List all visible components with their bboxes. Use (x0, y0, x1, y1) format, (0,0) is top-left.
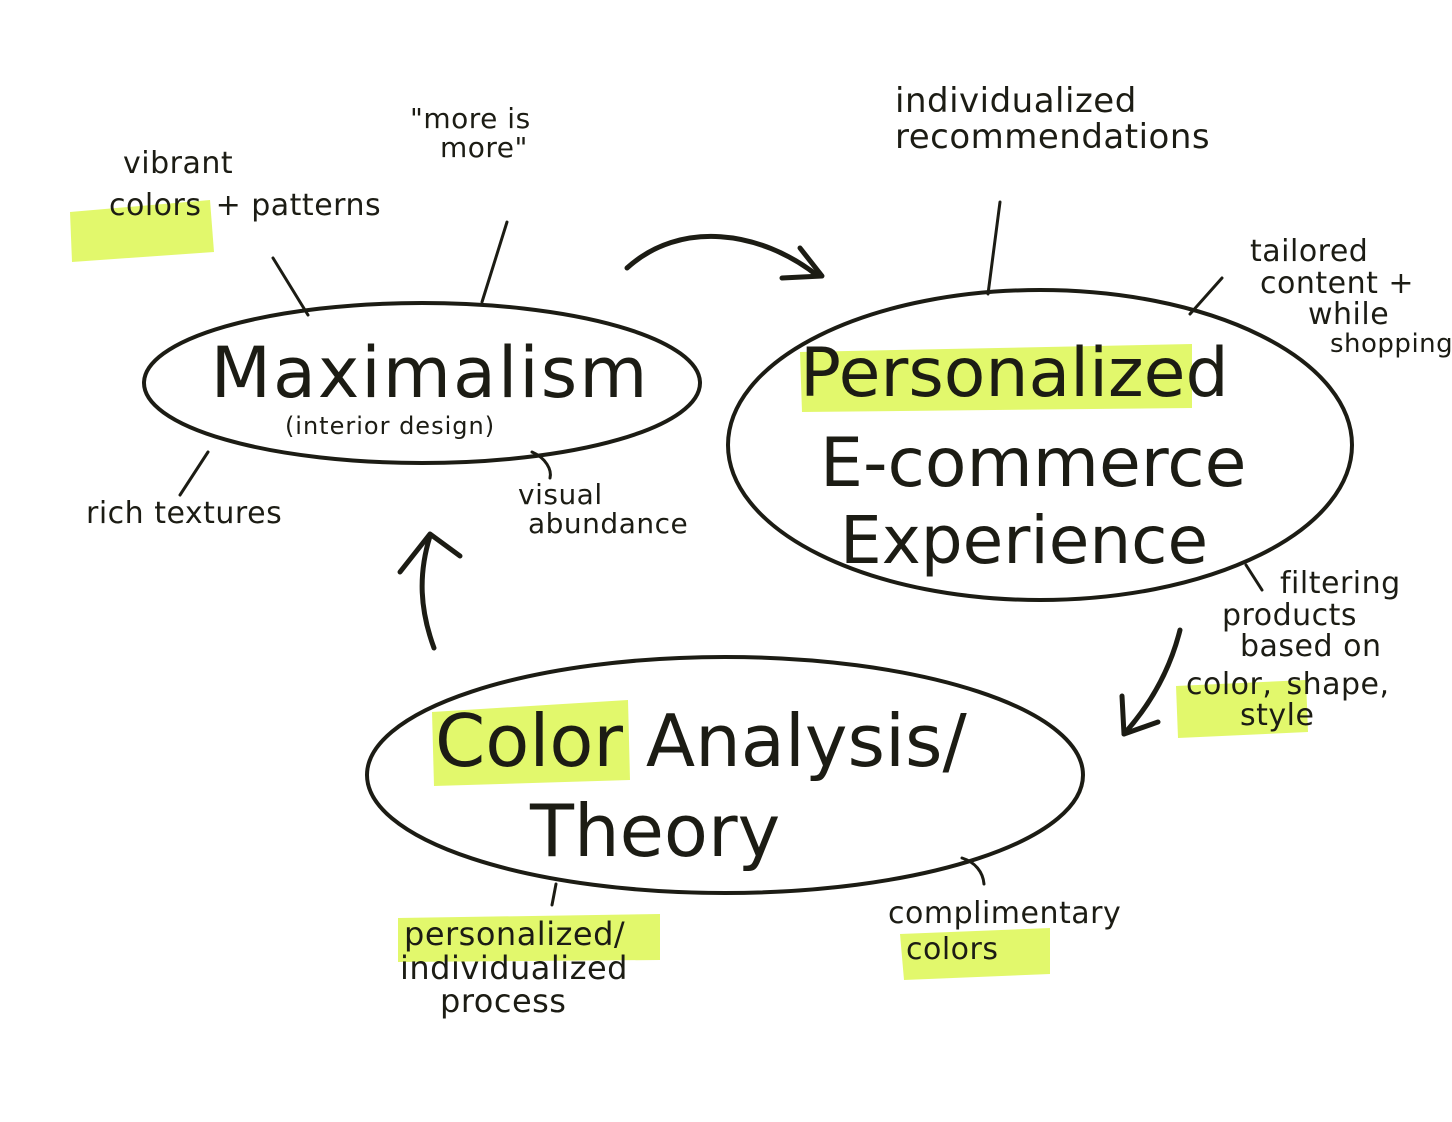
note-individualized-line1: individualized (895, 81, 1137, 121)
note-tailored-line4: shopping (1330, 328, 1452, 359)
highlight-personalized-title (800, 344, 1192, 412)
note-filtering-highlight: color, (1186, 666, 1273, 702)
note-more-is-more-line1: "more is (410, 102, 531, 135)
connector-complimentary (960, 856, 986, 886)
note-filtering-line3: based on (1240, 629, 1382, 664)
highlight-personalized-note (398, 914, 660, 962)
note-filtering-rest: shape, (1286, 666, 1390, 702)
note-complimentary-line1: complimentary (888, 896, 1122, 931)
connector-visual-abundance (530, 450, 552, 480)
note-complimentary-colors: complimentary colors (888, 898, 1121, 965)
note-visual-abundance-line1: visual (518, 478, 603, 511)
connector-individualized (986, 200, 1002, 296)
connector-filtering (1244, 563, 1264, 592)
note-vibrant-colors-patterns: vibrant colors + patterns (105, 148, 381, 221)
highlight-color-title (432, 700, 630, 786)
note-tailored-line2: content + (1260, 265, 1415, 301)
color-analysis-title-line1: Color Analysis/ (435, 705, 975, 777)
ecommerce-title-line2: E-commerce (820, 424, 1247, 503)
connector-lines (178, 200, 1264, 907)
flow-arrows (397, 233, 1183, 737)
node-ellipses (142, 288, 1354, 895)
note-tailored-line3: while (1308, 297, 1390, 332)
note-more-is-more-line2: more" (440, 131, 528, 165)
connector-more-is-more (480, 220, 509, 304)
connector-vibrant (271, 256, 310, 317)
connector-tailored (1188, 276, 1224, 316)
note-individualized-recommendations: individualized recommendations (895, 81, 1211, 157)
note-filtering-line1: filtering (1280, 566, 1401, 601)
ecommerce-title-line3: Experience (840, 502, 1209, 579)
note-visual-abundance-line2: abundance (528, 507, 689, 541)
note-vibrant-line1: vibrant (123, 146, 234, 181)
color-analysis-highlight-word: Color (435, 699, 623, 783)
connector-personalized (550, 882, 558, 907)
note-tailored-content: tailored content + while shopping (1250, 236, 1452, 358)
note-rich-textures: rich textures (86, 496, 283, 531)
ecommerce-ellipse (726, 288, 1354, 602)
arrow-head-maximalism-to-ecommerce (779, 245, 825, 281)
maximalism-ellipse (142, 301, 702, 465)
highlight-color-filter (1176, 680, 1308, 738)
arrow-color-to-maximalism (419, 533, 437, 651)
ecommerce-title-line1: Personalized (800, 334, 1229, 413)
arrow-head-color-to-maximalism (397, 531, 463, 575)
note-personalized-line1: personalized/ (404, 915, 626, 953)
note-more-is-more: "more is more" (410, 104, 531, 163)
note-complimentary-line2: colors (906, 931, 999, 967)
note-individualized-line2: recommendations (895, 116, 1211, 157)
note-personalized-line2: individualized (400, 948, 628, 987)
note-filtering-line5: style (1240, 698, 1315, 733)
note-filtering-products: filtering products based on color, shape… (1186, 566, 1401, 733)
note-personalized-line3: process (440, 982, 567, 1021)
arrow-ecommerce-to-color (1121, 627, 1183, 737)
arrow-head-ecommerce-to-color (1119, 693, 1161, 737)
highlight-marks (70, 200, 1308, 980)
highlight-colors-vibrant (70, 200, 214, 262)
color-analysis-title-line2: Theory (530, 789, 781, 873)
note-visual-abundance: visual abundance (518, 480, 688, 539)
connector-rich-textures (178, 450, 210, 497)
note-tailored-line1: tailored (1250, 234, 1369, 269)
arrow-maximalism-to-ecommerce (624, 233, 821, 279)
note-vibrant-line2: colors + patterns (105, 187, 382, 223)
note-vibrant-highlight: colors (109, 187, 202, 223)
color-analysis-ellipse (365, 655, 1085, 895)
highlight-colors-complimentary (900, 928, 1050, 980)
note-personalized-process: personalized/ individualized process (400, 915, 629, 1021)
note-filtering-line2: products (1222, 597, 1358, 633)
note-filtering-line4: color, shape, (1182, 666, 1401, 702)
note-vibrant-rest: + patterns (215, 187, 382, 223)
maximalism-subtitle: (interior design) (284, 412, 496, 440)
color-analysis-rest-words: Analysis/ (645, 699, 967, 783)
maximalism-title: Maximalism (210, 332, 650, 414)
